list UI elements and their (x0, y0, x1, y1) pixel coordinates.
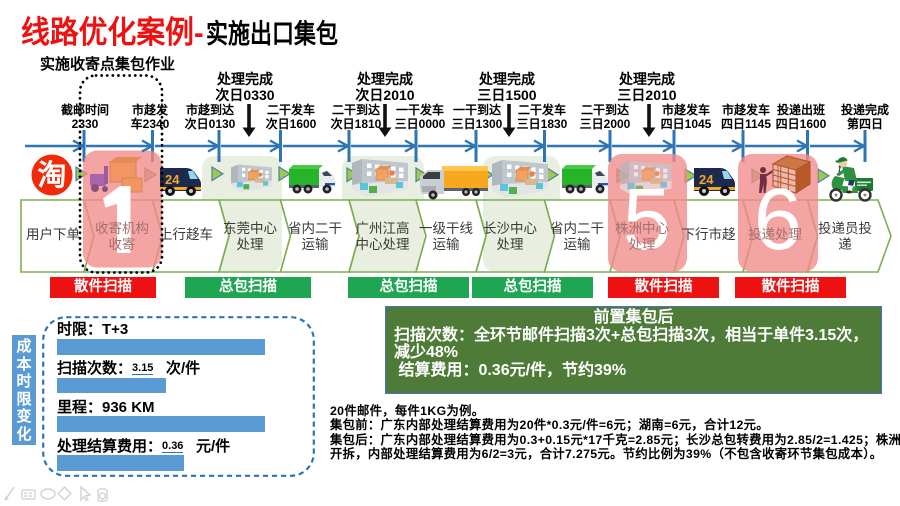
svg-text:淘: 淘 (37, 159, 66, 192)
svg-text:5: 5 (623, 171, 671, 268)
svg-text:6: 6 (754, 171, 802, 268)
